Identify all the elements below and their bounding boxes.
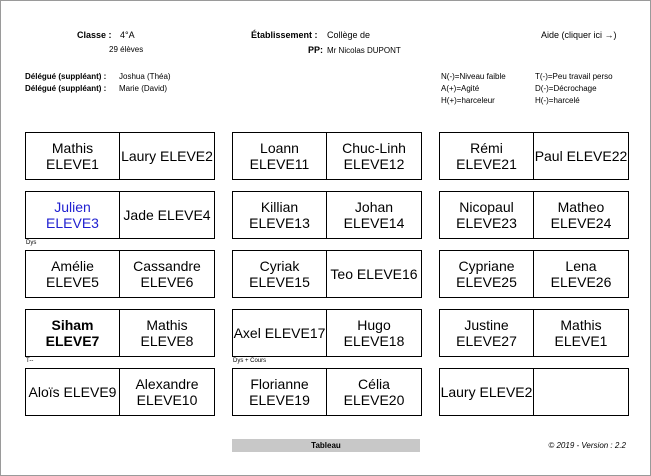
board-label: Tableau <box>311 441 341 450</box>
student-name: Florianne ELEVE19 <box>249 376 310 408</box>
seat[interactable]: Teo ELEVE16 <box>326 251 421 297</box>
seat[interactable]: Mathis ELEVE1 <box>533 310 628 356</box>
seat-note: Dys + Cours <box>233 358 267 364</box>
student-name: Hugo ELEVE18 <box>343 317 405 349</box>
student-name: Cassandre ELEVE6 <box>133 258 201 290</box>
desk: Cyriak ELEVE15 Teo ELEVE16 <box>232 250 422 298</box>
student-name: Cypriane ELEVE25 <box>456 258 517 290</box>
student-name: Siham ELEVE7 <box>45 317 100 349</box>
desk: Mathis ELEVE1 Laury ELEVE2 <box>25 132 215 180</box>
student-name: Loann ELEVE11 <box>249 140 310 172</box>
seat[interactable]: Rémi ELEVE21 <box>440 133 533 179</box>
seat[interactable]: Alexandre ELEVE10 <box>119 369 214 415</box>
seat[interactable]: Chuc-Linh ELEVE12 <box>326 133 421 179</box>
legend-item: H(-)=harcelé <box>535 96 580 105</box>
student-name: Paul ELEVE22 <box>534 148 628 164</box>
desk: Julien ELEVE3 Jade ELEVE4 <box>25 191 215 239</box>
students-count: 29 élèves <box>109 45 144 54</box>
seat[interactable]: Siham ELEVE7 <box>26 310 119 356</box>
seat[interactable]: Justine ELEVE27 <box>440 310 533 356</box>
version-footer: © 2019 - Version : 2.2 <box>548 441 626 450</box>
student-name: Laury ELEVE2 <box>440 384 533 400</box>
delegate-1-label: Délégué (suppléant) : <box>25 72 107 81</box>
school-value: Collège de <box>327 30 371 40</box>
seat[interactable]: Loann ELEVE11 <box>233 133 326 179</box>
seat[interactable]: Axel ELEVE17 <box>233 310 326 356</box>
delegate-1-value: Joshua (Théa) <box>119 72 171 81</box>
seat[interactable]: Killian ELEVE13 <box>233 192 326 238</box>
student-name: Lena ELEVE26 <box>550 258 612 290</box>
desk: Killian ELEVE13 Johan ELEVE14 <box>232 191 422 239</box>
student-name: Célia ELEVE20 <box>343 376 405 408</box>
student-name: Julien ELEVE3 <box>46 199 99 231</box>
desk: Florianne ELEVE19 Célia ELEVE20 <box>232 368 422 416</box>
desk: Siham ELEVE7 Mathis ELEVE8 <box>25 309 215 357</box>
desk: Laury ELEVE2 <box>439 368 629 416</box>
seat[interactable]: Laury ELEVE2 <box>119 133 214 179</box>
seat[interactable]: Aloïs ELEVE9 <box>26 369 119 415</box>
student-name: Cyriak ELEVE15 <box>249 258 310 290</box>
student-name: Aloïs ELEVE9 <box>28 384 117 400</box>
seat[interactable]: Mathis ELEVE1 <box>26 133 119 179</box>
seat[interactable]: Hugo ELEVE18 <box>326 310 421 356</box>
class-value: 4°A <box>120 30 135 40</box>
seat[interactable]: Cypriane ELEVE25 <box>440 251 533 297</box>
student-name: Killian ELEVE13 <box>249 199 310 231</box>
desk: Aloïs ELEVE9 Alexandre ELEVE10 <box>25 368 215 416</box>
school-label: Établissement : <box>251 30 318 40</box>
seat[interactable]: Cassandre ELEVE6 <box>119 251 214 297</box>
seat[interactable]: Lena ELEVE26 <box>533 251 628 297</box>
seat[interactable]: Laury ELEVE2 <box>440 369 533 415</box>
student-name: Alexandre ELEVE10 <box>135 376 199 408</box>
student-name: Johan ELEVE14 <box>343 199 405 231</box>
seat-note: Dys <box>26 240 37 246</box>
delegate-2-value: Marie (David) <box>119 84 168 93</box>
desk: Justine ELEVE27 Mathis ELEVE1 <box>439 309 629 357</box>
seat[interactable]: Jade ELEVE4 <box>119 192 214 238</box>
pp-value: Mr Nicolas DUPONT <box>327 46 401 55</box>
legend-item: A(+)=Agité <box>441 84 480 93</box>
student-name: Chuc-Linh ELEVE12 <box>342 140 406 172</box>
help-link[interactable]: Aide (cliquer ici →) <box>541 30 617 40</box>
desk: Amélie ELEVE5 Cassandre ELEVE6 <box>25 250 215 298</box>
seat[interactable]: Amélie ELEVE5 <box>26 251 119 297</box>
desk: Loann ELEVE11 Chuc-Linh ELEVE12 <box>232 132 422 180</box>
student-name: Axel ELEVE17 <box>233 325 326 341</box>
seat[interactable]: Julien ELEVE3 <box>26 192 119 238</box>
student-name: Matheo ELEVE24 <box>550 199 612 231</box>
desk: Cypriane ELEVE25 Lena ELEVE26 <box>439 250 629 298</box>
seat[interactable]: Johan ELEVE14 <box>326 192 421 238</box>
student-name: Mathis ELEVE8 <box>140 317 194 349</box>
desk: Nicopaul ELEVE23 Matheo ELEVE24 <box>439 191 629 239</box>
desk: Axel ELEVE17 Hugo ELEVE18 <box>232 309 422 357</box>
seat-note: T-- <box>26 358 34 364</box>
student-name: Teo ELEVE16 <box>330 266 418 282</box>
seat[interactable]: Paul ELEVE22 <box>533 133 628 179</box>
seat[interactable]: Matheo ELEVE24 <box>533 192 628 238</box>
student-name: Jade ELEVE4 <box>123 207 211 223</box>
student-name: Rémi ELEVE21 <box>456 140 517 172</box>
desk: Rémi ELEVE21 Paul ELEVE22 <box>439 132 629 180</box>
seat[interactable]: Florianne ELEVE19 <box>233 369 326 415</box>
class-label: Classe : <box>77 30 112 40</box>
seat[interactable]: Célia ELEVE20 <box>326 369 421 415</box>
legend-item: H(+)=harceleur <box>441 96 495 105</box>
seat[interactable]: Cyriak ELEVE15 <box>233 251 326 297</box>
legend-item: T(-)=Peu travail perso <box>535 72 613 81</box>
seat-empty[interactable] <box>533 369 628 415</box>
student-name: Nicopaul ELEVE23 <box>456 199 517 231</box>
student-name: Amélie ELEVE5 <box>46 258 99 290</box>
student-name: Mathis ELEVE1 <box>554 317 608 349</box>
legend-item: N(-)=Niveau faible <box>441 72 506 81</box>
board: Tableau <box>232 439 420 452</box>
pp-label: PP: <box>308 45 324 55</box>
legend-item: D(-)=Décrochage <box>535 84 597 93</box>
student-name: Justine ELEVE27 <box>456 317 517 349</box>
seat[interactable]: Nicopaul ELEVE23 <box>440 192 533 238</box>
seat[interactable]: Mathis ELEVE8 <box>119 310 214 356</box>
student-name: Laury ELEVE2 <box>121 148 213 164</box>
student-name: Mathis ELEVE1 <box>46 140 99 172</box>
delegate-2-label: Délégué (suppléant) : <box>25 84 107 93</box>
